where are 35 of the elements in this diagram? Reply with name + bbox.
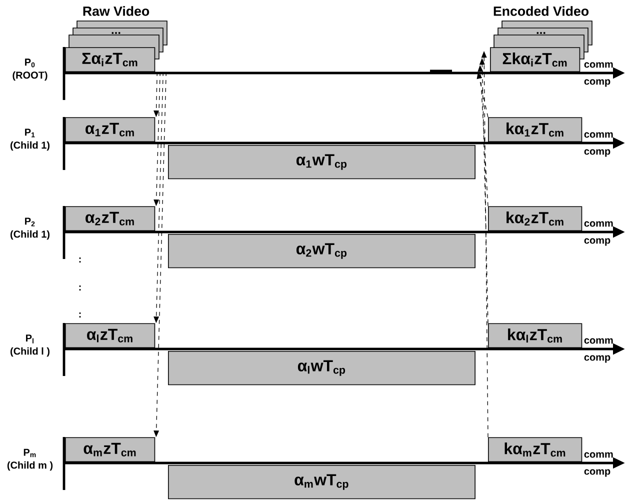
compute-box: α$_{1}$wT$_{cp}$ (168, 145, 476, 180)
axis-label: comp (584, 238, 610, 246)
dots: : (79, 285, 81, 291)
compute-box: α$_{m}$wT$_{cp}$ (168, 465, 476, 500)
communication-box: kα$_{l}$zT$_{cm}$ (488, 323, 582, 348)
communication-box: α$_{m}$zT$_{cm}$ (65, 437, 156, 462)
axis-label: comp (584, 469, 610, 477)
process-label: P$_{2}$ (25, 218, 35, 226)
communication-box: α$_{1}$zT$_{cm}$ (65, 117, 156, 142)
process-label: (Child m ) (7, 461, 53, 471)
communication-box: kα$_{m}$zT$_{cm}$ (488, 437, 582, 462)
process-label: (Child 1) (10, 141, 50, 151)
communication-box: α$_{2}$zT$_{cm}$ (65, 206, 156, 231)
axis-label: comp (584, 149, 610, 157)
process-label: P$_{0}$ (25, 58, 35, 68)
process-label: (ROOT) (12, 71, 48, 81)
communication-box: α$_{l}$zT$_{cm}$ (65, 323, 156, 348)
process-label: (Child 1) (10, 230, 50, 240)
communication-box: kα$_{2}$zT$_{cm}$ (488, 206, 582, 231)
video-frame-stack: Raw Video ... Σα$_{i}$zT$_{cm}$ (65, 6, 168, 72)
communication-box: kα$_{1}$zT$_{cm}$ (488, 117, 582, 142)
axis-label: comp (584, 79, 610, 87)
axis-label: comp (584, 355, 610, 363)
process-label: P$_{1}$ (25, 128, 35, 138)
node-label: Σα$_{i}$zT$_{cm}$ (82, 52, 138, 66)
process-label: (Child l ) (10, 347, 50, 357)
dots: : (79, 257, 81, 263)
compute-box: α$_{l}$wT$_{cp}$ (168, 351, 476, 386)
node-label: ... (536, 32, 546, 34)
process-label: P$_{m}$ (24, 448, 36, 458)
node-label: Raw Video (83, 6, 150, 16)
compute-box: α$_{2}$wT$_{cp}$ (168, 234, 476, 268)
axis-label: comm (584, 62, 613, 68)
process-label: P$_{l}$ (26, 334, 34, 344)
node-label: Encoded Video (494, 6, 589, 16)
